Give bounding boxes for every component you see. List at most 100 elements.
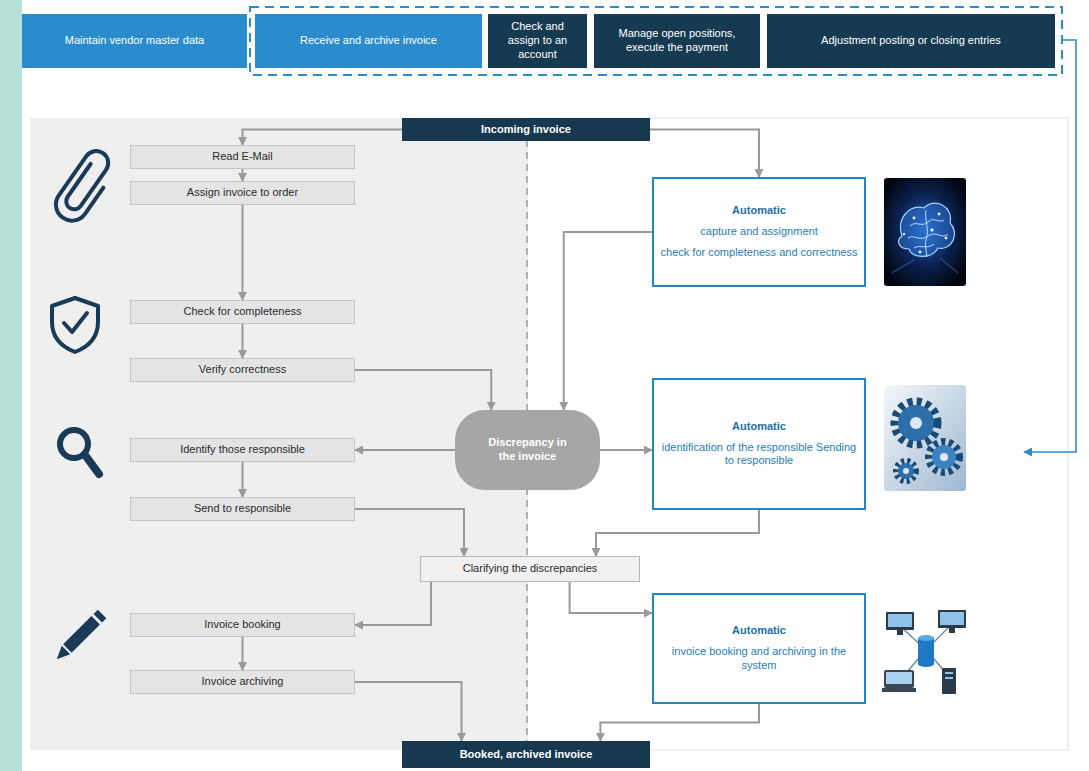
box-label: Clarifying the discrepancies	[463, 562, 598, 576]
box-label: Maintain vendor master data	[65, 34, 204, 48]
box-label: Check and assign to an account	[494, 20, 581, 61]
network-picture	[918, 635, 934, 667]
brain-picture	[914, 244, 934, 248]
magnifier-icon	[85, 455, 99, 474]
flow-arrow	[242, 462, 244, 497]
process-box: Invoice booking	[130, 613, 355, 637]
network-picture	[918, 638, 934, 664]
box-label: Receive and archive invoice	[300, 34, 437, 48]
flow-arrow	[242, 324, 244, 358]
stage-box: Manage open positions, execute the payme…	[594, 14, 760, 68]
stage-box: Receive and archive invoice	[255, 14, 482, 68]
network-picture	[886, 612, 914, 635]
network-picture	[886, 672, 912, 684]
flow-arrow	[242, 169, 244, 181]
box-label: Invoice booking	[204, 618, 280, 632]
stage-box: Maintain vendor master data	[22, 14, 247, 68]
automation-box: Automaticcapture and assignmentcheck for…	[652, 177, 866, 287]
network-picture	[897, 630, 903, 635]
box-label: Booked, archived invoice	[460, 748, 593, 762]
paperclip-icon	[50, 146, 120, 227]
side-strip	[0, 0, 22, 771]
process-box: Clarifying the discrepancies	[420, 556, 640, 582]
box-label: Automatic	[732, 624, 786, 638]
flow-arrow	[355, 682, 462, 741]
box-body-text: invoice booking and archiving in the sys…	[658, 645, 860, 673]
network-picture	[942, 668, 956, 694]
process-box: Send to responsible	[130, 497, 355, 521]
brain-picture	[938, 213, 941, 216]
automation-box: Automatic invoice booking and archiving i…	[652, 593, 866, 704]
box-label: Incoming invoice	[481, 123, 571, 137]
box-label: Invoice archiving	[202, 675, 284, 689]
stage-box: Adjustment posting or closing entries	[767, 14, 1055, 68]
network-picture	[888, 614, 912, 627]
flow-arrow	[355, 449, 455, 451]
gears-picture	[896, 461, 916, 481]
box-label: Verify correctness	[199, 363, 286, 377]
end-box: Booked, archived invoice	[402, 741, 650, 768]
network-picture	[918, 661, 934, 667]
box-label: Read E-Mail	[212, 150, 273, 164]
network-picture	[942, 668, 956, 694]
box-label: Automatic	[732, 420, 786, 434]
box-label: Discrepancy in the invoice	[483, 436, 572, 464]
box-label: Check for completeness	[184, 305, 302, 319]
box-label: Automatic	[732, 204, 786, 218]
flow-arrow	[650, 130, 759, 178]
flow-arrow	[596, 510, 759, 556]
manual-panel	[30, 118, 527, 750]
gears-picture	[896, 461, 916, 481]
network-picture	[884, 670, 914, 688]
pencil-icon	[53, 610, 107, 664]
gears-picture	[884, 385, 966, 491]
automatic-panel	[527, 118, 1068, 750]
automation-box: Automatic identification of the responsib…	[652, 378, 866, 510]
box-label: Send to responsible	[194, 502, 291, 516]
network-picture	[886, 612, 914, 630]
scope-frame	[250, 7, 1062, 75]
brain-picture	[903, 233, 905, 235]
network-picture	[938, 610, 966, 628]
gears-picture	[910, 417, 922, 429]
brain-picture	[913, 217, 916, 220]
brain-picture	[919, 251, 922, 254]
paperclip-icon	[50, 146, 120, 227]
network-picture	[940, 612, 964, 625]
brain-picture	[940, 258, 958, 273]
flow-arrow	[600, 449, 652, 451]
process-box: Assign invoice to order	[130, 181, 355, 205]
gears-picture	[929, 442, 959, 472]
network-picture	[945, 677, 953, 679]
gears-picture	[929, 442, 959, 472]
flow-arrow	[600, 704, 759, 741]
brain-picture	[930, 228, 933, 231]
pencil-icon	[53, 646, 71, 664]
box-body-text: identification of the responsible Sendin…	[658, 441, 860, 469]
flow-arrow	[570, 582, 652, 613]
network-picture	[938, 610, 966, 633]
box-body-text: capture and assignment	[700, 225, 817, 239]
gears-picture	[940, 453, 948, 461]
brain-picture	[884, 178, 966, 286]
brain-picture	[884, 178, 966, 286]
network-picture	[949, 628, 955, 633]
scope-leader	[1024, 40, 1076, 452]
flow-arrow	[355, 509, 464, 556]
gears-picture	[898, 405, 934, 441]
gears-picture	[932, 445, 956, 469]
flow-arrow	[355, 370, 491, 410]
brain-picture	[945, 237, 948, 240]
brain-picture	[925, 210, 927, 257]
magnifier-icon	[60, 430, 99, 474]
process-box: Identify those responsible	[130, 438, 355, 462]
gears-picture	[895, 402, 937, 444]
network-picture	[882, 670, 916, 692]
box-label: Identify those responsible	[180, 443, 305, 457]
decision-pill: Discrepancy in the invoice	[455, 410, 600, 490]
process-box: Read E-Mail	[130, 145, 355, 169]
flow-arrow	[564, 232, 652, 410]
